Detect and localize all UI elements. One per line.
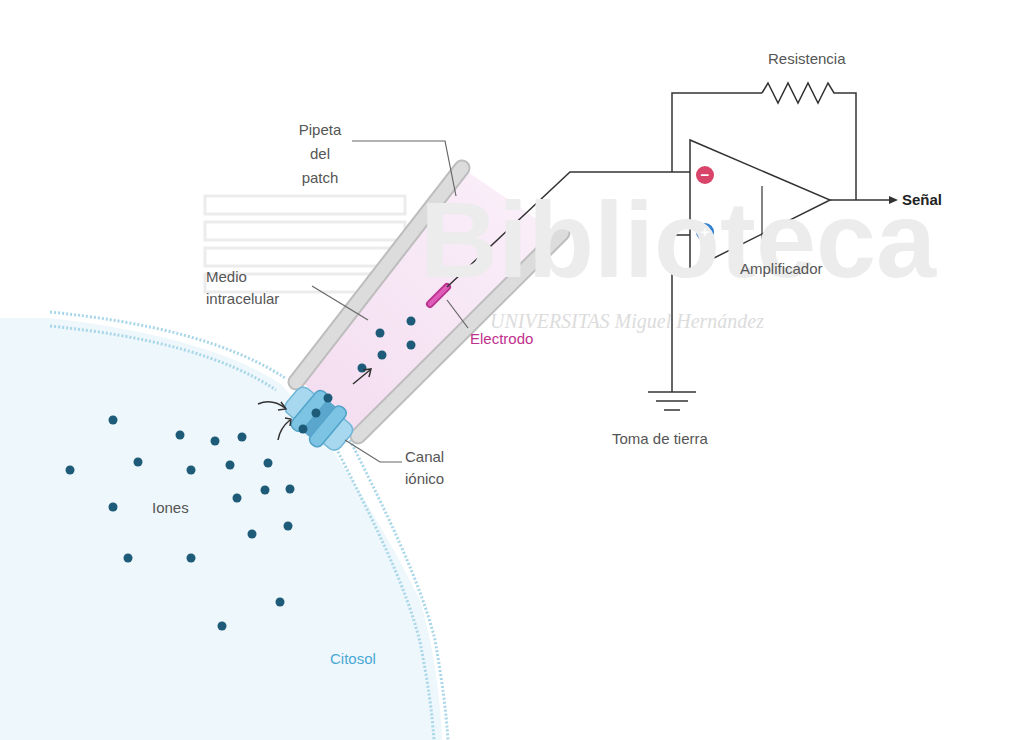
- part-label: Resistencia: [768, 48, 888, 70]
- membrane-inner: [336, 448, 434, 740]
- part-label: Toma de tierra: [612, 428, 752, 450]
- ions: [66, 317, 416, 631]
- pin-sign: −: [697, 164, 713, 186]
- part-label: Canal iónico: [405, 446, 467, 490]
- part-label: Electrodo: [470, 328, 580, 350]
- signal-label: Señal: [902, 189, 982, 211]
- part-label: Citosol: [330, 648, 420, 670]
- watermark: UNIVERSITAS Miguel Hernández: [490, 310, 950, 332]
- part-label: Medio intracelular: [206, 266, 306, 310]
- pin-sign: +: [697, 221, 713, 243]
- ground-symbol: [648, 392, 696, 410]
- resistor-symbol: [762, 83, 838, 103]
- flow-arrow: [258, 369, 371, 440]
- membrane-outer: [50, 312, 285, 378]
- membrane-inner: [50, 326, 276, 390]
- part-label: Iones: [152, 497, 232, 519]
- ion-channel: [277, 378, 361, 460]
- part-label: Amplificador: [740, 258, 860, 280]
- part-label: Pipeta del patch: [290, 118, 350, 190]
